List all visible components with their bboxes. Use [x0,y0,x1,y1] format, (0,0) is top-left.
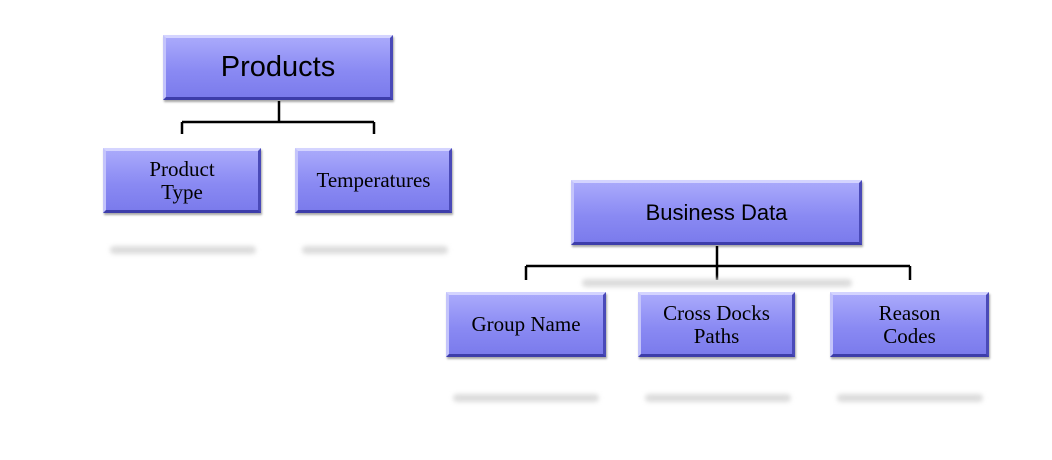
group-name-node: Group Name [446,292,606,357]
product-type-node: Product Type [103,148,261,213]
reason-codes-reflection [837,394,983,402]
cross-docks-paths-reflection [645,394,791,402]
products-node-label: Products [220,51,336,84]
product-type-label: Product Type [149,157,215,204]
product-type-reflection [110,246,256,254]
business-data-node: Business Data [571,180,862,245]
cross-docks-paths-label: Cross Docks Paths [663,301,770,348]
reason-codes-node: Reason Codes [830,292,989,357]
products-node: Products [163,35,393,100]
group-name-label: Group Name [471,312,581,337]
temperatures-label: Temperatures [316,168,431,193]
business-data-label: Business Data [645,199,788,225]
business-data-reflection [582,279,852,287]
temperatures-node: Temperatures [295,148,452,213]
group-name-reflection [453,394,599,402]
temperatures-reflection [302,246,448,254]
cross-docks-paths-node: Cross Docks Paths [638,292,795,357]
reason-codes-label: Reason Codes [878,301,941,348]
